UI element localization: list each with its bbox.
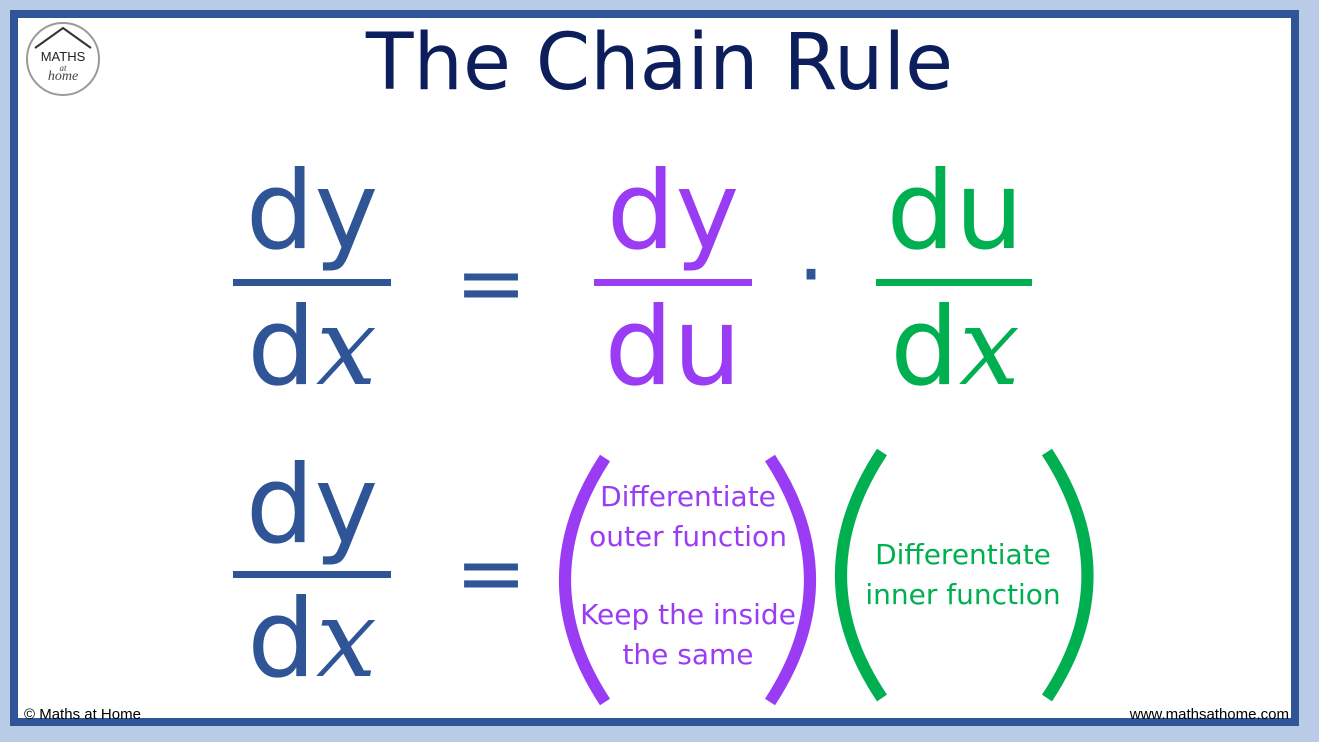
outer-note-line1: Differentiate	[600, 480, 776, 513]
row1-factor2-denominator: dx	[890, 285, 1020, 410]
row1-factor1-denominator: du	[604, 285, 742, 410]
row1-factor2-fraction-bar	[876, 279, 1032, 286]
inner-left-paren	[835, 448, 888, 702]
row2-lhs-numerator: dy	[245, 443, 379, 568]
row1-equals-sign: =	[455, 233, 528, 333]
row1-lhs-fraction-bar	[233, 279, 391, 286]
outer-right-paren	[764, 454, 816, 706]
inner-note-line2: inner function	[865, 578, 1061, 611]
page-title: The Chain Rule	[365, 18, 954, 108]
copyright-text: © Maths at Home	[24, 706, 141, 723]
row2-lhs-denominator: dx	[247, 577, 377, 702]
website-text: www.mathsathome.com	[1129, 706, 1289, 723]
row1-lhs-denominator: dx	[247, 285, 377, 410]
outer-note-line4: the same	[622, 638, 754, 671]
roof-icon	[34, 26, 92, 49]
row1-factor2-numerator: du	[886, 149, 1024, 274]
row2-equals-sign: =	[455, 523, 528, 623]
outer-left-paren	[559, 454, 611, 706]
row2-lhs-fraction-bar	[233, 571, 391, 578]
row1-factor1-numerator: dy	[606, 149, 740, 274]
row1-lhs-numerator: dy	[245, 149, 379, 274]
outer-function-note: Differentiate outer function Keep the in…	[572, 477, 804, 675]
logo-text-maths: MATHS	[40, 49, 86, 64]
inner-right-paren	[1041, 448, 1094, 702]
row1-factor1-fraction-bar	[594, 279, 752, 286]
logo-text-home: home	[47, 69, 79, 84]
outer-note-line2: outer function	[589, 520, 787, 553]
inner-function-note: Differentiate inner function	[848, 535, 1078, 615]
logo-text-at: at	[59, 63, 67, 73]
maths-at-home-logo	[26, 22, 100, 96]
outer-note-line3: Keep the inside	[580, 598, 796, 631]
row1-multiply-dot: ·	[797, 225, 825, 325]
inner-note-line1: Differentiate	[875, 538, 1051, 571]
slide-card	[18, 18, 1291, 718]
